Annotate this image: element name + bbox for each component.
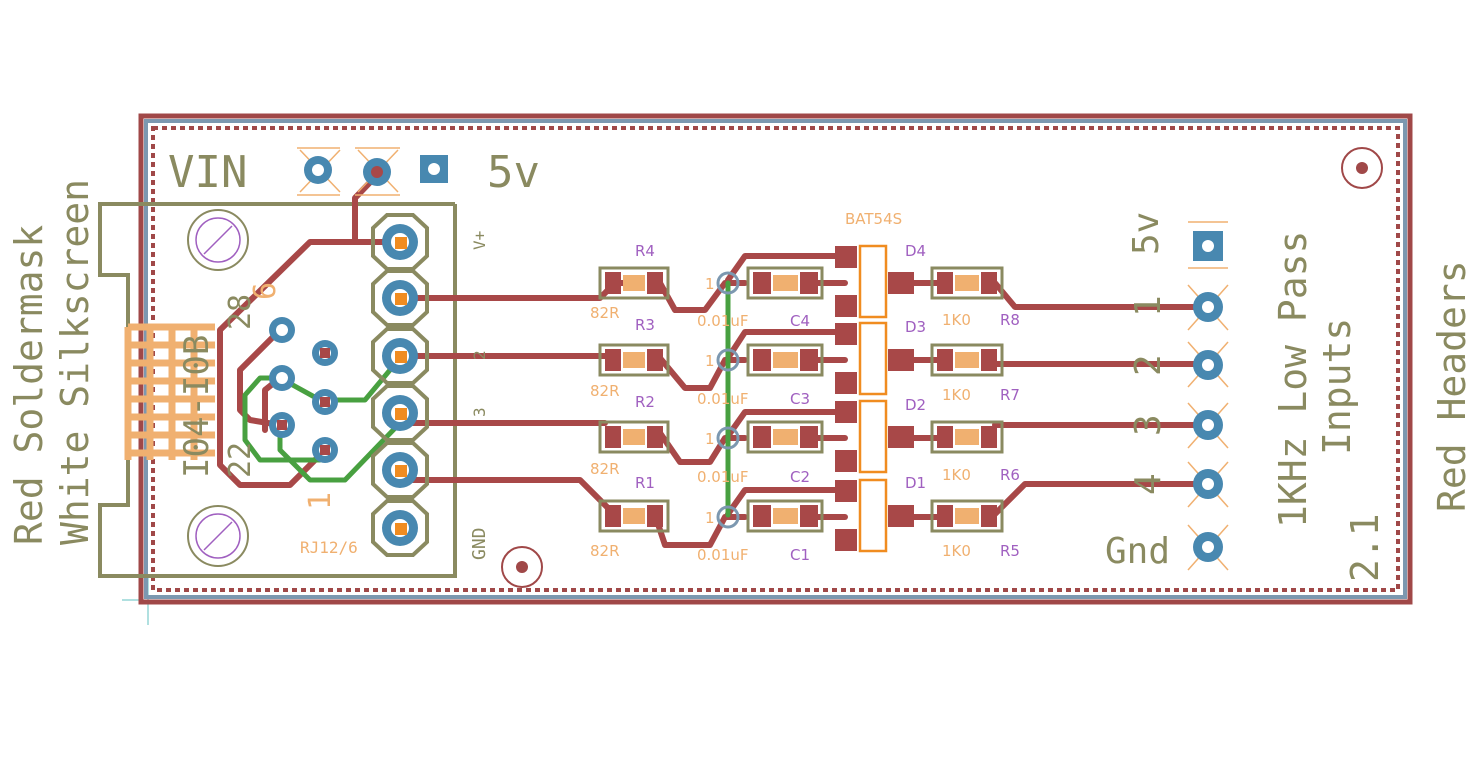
channel-3-diode: D1 xyxy=(905,474,926,492)
channel-1-cap-val: 0.01uF xyxy=(697,390,749,408)
label-red-headers: Red Headers xyxy=(1430,260,1474,512)
channel-0-r-out: R8 xyxy=(1000,311,1020,329)
channel-components xyxy=(598,244,1004,553)
input-number-4: 4 xyxy=(1128,473,1169,495)
header-pins xyxy=(371,213,429,557)
channel-3-r-out: R5 xyxy=(1000,542,1020,560)
channel-3-cap: C1 xyxy=(790,546,810,564)
channel-1-diode: D3 xyxy=(905,318,926,336)
channel-2-cap-val: 0.01uF xyxy=(697,468,749,486)
silkscreen-text: Red Soldermask White Silkscreen Red Head… xyxy=(7,147,1474,582)
header-vplus-label: V+ xyxy=(470,231,489,250)
diode-outlines xyxy=(858,244,888,553)
cap-vias xyxy=(716,271,740,529)
channel-3-r-in: R1 xyxy=(635,474,655,492)
channel-1-r-out: R7 xyxy=(1000,386,1020,404)
channel-0-r-out-val: 1K0 xyxy=(942,311,971,329)
header-2-label: 2 xyxy=(470,350,489,360)
channel-1-r-in-val: 82R xyxy=(590,382,620,400)
channel-0-cap-val: 0.01uF xyxy=(697,312,749,330)
5v-right-label: 5v xyxy=(1126,212,1167,255)
header-gnd-label: GND xyxy=(469,527,490,560)
capacitors xyxy=(746,266,824,533)
output-header-pads xyxy=(1187,221,1229,571)
header-3-label: 3 xyxy=(470,407,489,417)
diode-part-label: BAT54S xyxy=(845,210,902,228)
diodes xyxy=(835,246,914,551)
rj12-connector-body xyxy=(98,202,457,578)
gnd-right-label: Gnd xyxy=(1105,531,1170,572)
title-line-2: Inputs xyxy=(1315,318,1359,455)
input-number-2: 2 xyxy=(1128,354,1169,376)
channel-1-r-out-val: 1K0 xyxy=(942,386,971,404)
power-jumper-pads xyxy=(297,147,448,196)
connector-pin-28: 28 xyxy=(223,294,258,330)
channel-2-r-in: R2 xyxy=(635,393,655,411)
channel-3-cap-pin: 1 xyxy=(705,509,715,527)
channel-0-cap-pin: 1 xyxy=(705,275,715,293)
channel-0-r-in-val: 82R xyxy=(590,304,620,322)
input-number-1: 1 xyxy=(1128,295,1169,317)
bottom-copper-traces xyxy=(242,280,731,518)
label-white-silkscreen: White Silkscreen xyxy=(53,179,97,545)
version-label: 2.1 xyxy=(1343,513,1387,582)
channel-1-cap-pin: 1 xyxy=(705,352,715,370)
channel-3-cap-val: 0.01uF xyxy=(697,546,749,564)
channel-2-r-out-val: 1K0 xyxy=(942,466,971,484)
mounting-holes xyxy=(187,147,1383,588)
channel-0-r-in: R4 xyxy=(635,242,655,260)
output-resistors xyxy=(930,266,1004,533)
title-line-1: 1KHz Low Pass xyxy=(1271,231,1315,528)
channel-2-cap: C2 xyxy=(790,468,810,486)
vin-label: VIN xyxy=(168,147,247,198)
rj12-pads xyxy=(269,317,338,463)
pin-mark-6: 6 xyxy=(248,282,283,300)
pin-mark-1: 1 xyxy=(303,492,338,510)
connector-pin-22: 22 xyxy=(223,442,258,478)
connector-part-label: I04-I0B xyxy=(177,335,217,478)
channel-1-cap: C3 xyxy=(790,390,810,408)
5v-top-label: 5v xyxy=(487,147,540,198)
channel-3-r-out-val: 1K0 xyxy=(942,542,971,560)
rj12-label: RJ12/6 xyxy=(300,538,358,557)
channel-2-r-out: R6 xyxy=(1000,466,1020,484)
input-number-3: 3 xyxy=(1128,414,1169,436)
board-outline xyxy=(122,113,1413,625)
channel-0-diode: D4 xyxy=(905,242,926,260)
channel-0-cap: C4 xyxy=(790,312,810,330)
channel-2-r-in-val: 82R xyxy=(590,460,620,478)
channel-3-r-in-val: 82R xyxy=(590,542,620,560)
label-red-soldermask: Red Soldermask xyxy=(7,225,51,545)
input-resistors xyxy=(598,266,670,533)
channel-2-diode: D2 xyxy=(905,396,926,414)
channel-1-r-in: R3 xyxy=(635,316,655,334)
channel-2-cap-pin: 1 xyxy=(705,430,715,448)
